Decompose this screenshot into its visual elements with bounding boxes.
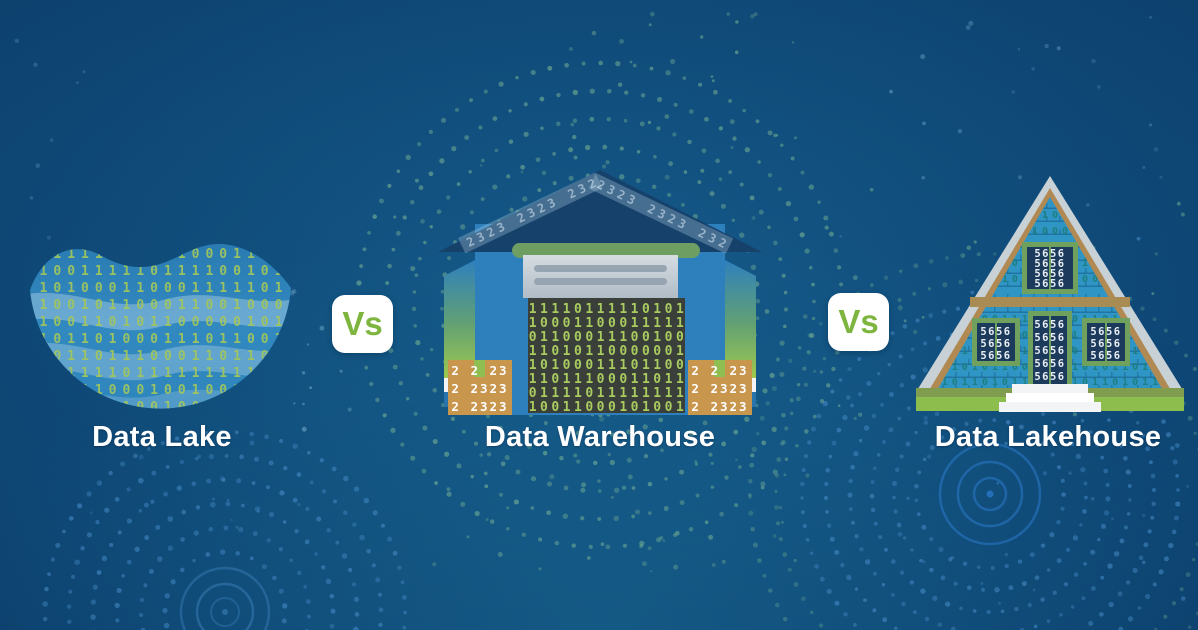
- svg-text:5656: 5656: [1034, 278, 1065, 290]
- lakehouse-base: [916, 384, 1184, 412]
- svg-text:2 2323: 2 2323: [451, 399, 508, 414]
- warehouse-crates-left: 2 2 23 2 2323 2 2323: [448, 360, 512, 415]
- svg-text:101101000111011001: 101101000111011001: [40, 332, 289, 347]
- warehouse-door-header: [512, 243, 700, 258]
- svg-text:101101110001101101: 101101110001101101: [40, 349, 289, 364]
- svg-text:5656: 5656: [1034, 332, 1065, 344]
- svg-text:5656: 5656: [1090, 338, 1121, 350]
- svg-text:100111110111100101: 100111110111100101: [40, 264, 289, 279]
- svg-text:2 2323: 2 2323: [691, 399, 748, 414]
- data-lake-label: Data Lake: [92, 421, 232, 453]
- svg-text:101000110001111101: 101000110001111101: [40, 281, 289, 296]
- vs-badge-2: Vs: [828, 293, 889, 351]
- svg-text:5656: 5656: [980, 326, 1011, 338]
- svg-text:5656: 5656: [980, 350, 1011, 362]
- svg-text:2 2323: 2 2323: [691, 381, 748, 396]
- svg-text:01111011111111: 01111011111111: [529, 386, 688, 401]
- svg-text:011110000110001101: 011110000110001101: [40, 247, 289, 262]
- svg-text:10011000101001: 10011000101001: [529, 400, 688, 415]
- svg-text:5656: 5656: [1034, 258, 1065, 270]
- data-lake-illustration: 011110000110001101 100111110111100101 10…: [30, 243, 291, 415]
- lake-bowl: [30, 243, 291, 409]
- svg-text:5656: 5656: [1034, 345, 1065, 357]
- lakehouse-beam: [970, 297, 1130, 307]
- warehouse-garage-door: [523, 255, 678, 298]
- svg-text:11010110000001: 11010110000001: [529, 344, 688, 359]
- svg-text:01100011100100: 01100011100100: [529, 330, 688, 345]
- svg-text:0110100011: 0110100011: [1002, 210, 1102, 221]
- warehouse-binary-digits: 11110111110101 10001100011111 0110001110…: [529, 302, 688, 415]
- svg-text:5656: 5656: [1034, 248, 1065, 260]
- svg-text:2 2 23: 2 2 23: [451, 363, 508, 378]
- lakehouse-window-left: 5656 5656 5656: [972, 318, 1020, 366]
- warehouse-roof: [438, 170, 762, 252]
- warehouse-doorway: [528, 298, 685, 413]
- svg-text:100110101100000101: 100110101100000101: [40, 315, 289, 330]
- warehouse-crates-right: 2 2 23 2 2323 2 2323: [688, 360, 752, 415]
- svg-text:100110001001001001: 100110001001001001: [40, 383, 289, 398]
- data-warehouse-label: Data Warehouse: [484, 421, 716, 453]
- svg-text:5656: 5656: [1090, 326, 1121, 338]
- svg-text:11011100011011: 11011100011011: [529, 372, 688, 387]
- data-lakehouse-illustration: 0110100011 1011000101 10110010110101 101…: [916, 176, 1184, 412]
- lakehouse-window-right: 5656 5656 5656: [1082, 318, 1130, 366]
- svg-text:2 2 23: 2 2 23: [691, 363, 748, 378]
- svg-text:5656: 5656: [1034, 371, 1065, 383]
- svg-text:010110100100101010: 010110100100101010: [40, 400, 289, 415]
- svg-text:10001100011111: 10001100011111: [529, 316, 688, 331]
- data-warehouse-illustration: 2323 2323 232 2323 2323 232 111101111101…: [438, 170, 762, 415]
- svg-text:11110111110101: 11110111110101: [529, 302, 688, 317]
- svg-text:100101100011001000: 100101100011001000: [40, 298, 289, 313]
- vs-badge-1: Vs: [332, 295, 393, 353]
- lakehouse-attic-window: 5656 5656 5656 5656: [1022, 242, 1078, 294]
- svg-text:2 2323: 2 2323: [451, 381, 508, 396]
- data-lakehouse-label: Data Lakehouse: [934, 421, 1162, 453]
- svg-text:101111011111111110: 101111011111111110: [40, 366, 289, 381]
- lakehouse-door: 5656 5656 5656 5656 5656: [1028, 311, 1072, 390]
- svg-text:5656: 5656: [1034, 358, 1065, 370]
- svg-text:5656: 5656: [1034, 319, 1065, 331]
- svg-text:5656: 5656: [980, 338, 1011, 350]
- svg-text:5656: 5656: [1090, 350, 1121, 362]
- svg-text:10100011101100: 10100011101100: [529, 358, 688, 373]
- svg-text:5656: 5656: [1034, 268, 1065, 280]
- svg-text:1011000101: 1011000101: [1002, 226, 1102, 237]
- lake-binary-digits: 011110000110001101 100111110111100101 10…: [40, 247, 289, 415]
